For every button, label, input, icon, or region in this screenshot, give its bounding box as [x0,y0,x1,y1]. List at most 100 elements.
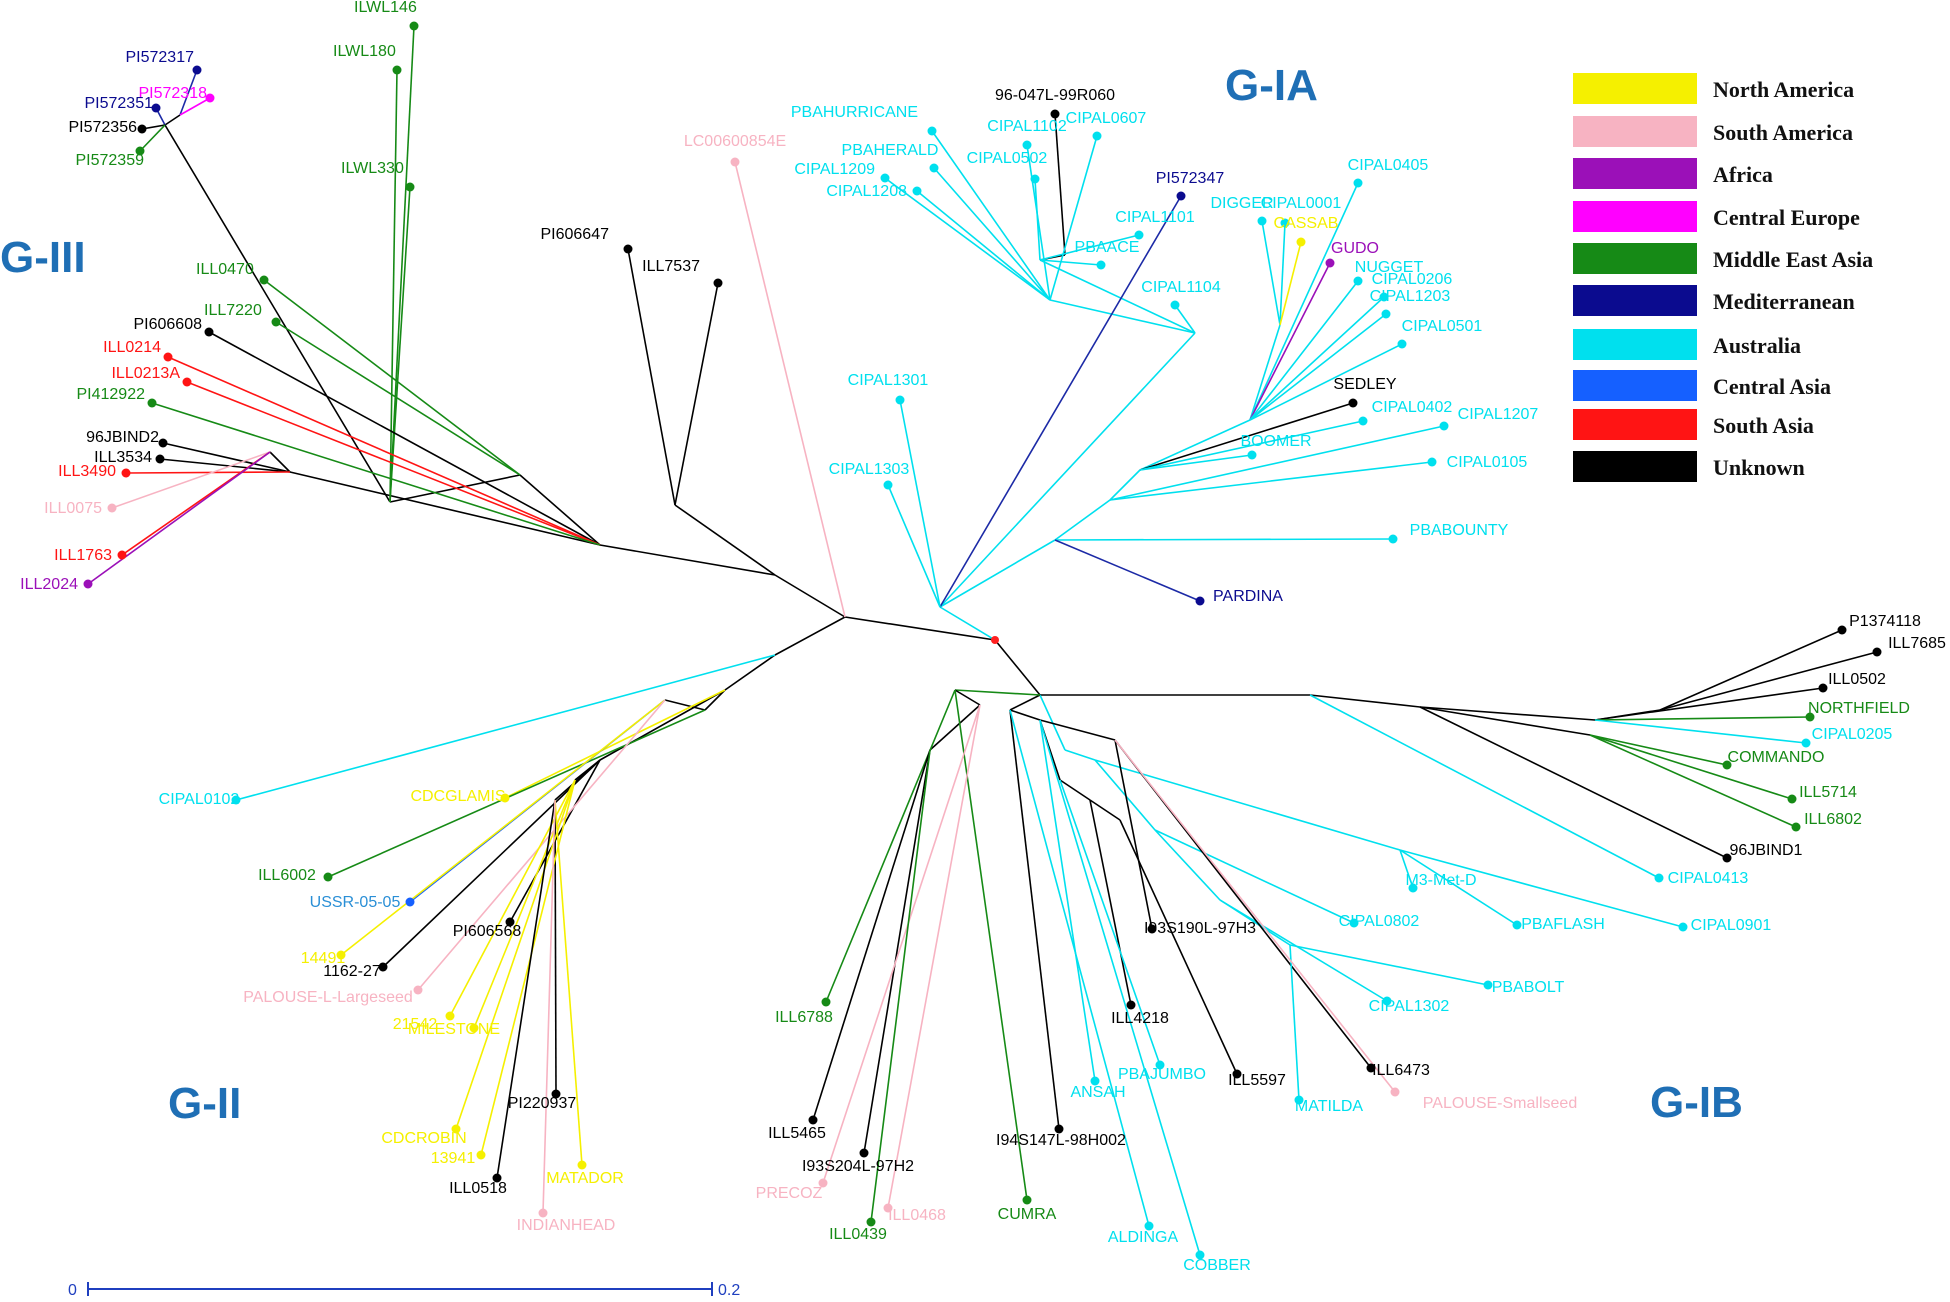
tip-label-lc00600854e: LC00600854E [684,133,786,150]
branch-cipal1207 [1109,425,1445,501]
tip-node-pardina [1195,596,1205,606]
branch-ill6788 [825,689,956,1003]
tip-node-nugget [1353,276,1363,286]
branch-R-b1 [1039,694,1066,751]
branch-cipal0001 [1279,222,1286,326]
branch-ilwl146 [389,25,415,503]
branch-w-w2 [599,544,776,576]
tip-node-p1374118 [1837,625,1847,635]
tip-node-cipal1303 [883,480,893,490]
branch-pbabolt [1289,944,1489,986]
branch-1162-27 [382,759,601,968]
legend-swatch-north-america [1573,73,1697,104]
tip-node-i94s147l-98h002 [1054,1124,1064,1134]
tip-label-indianhead: INDIANHEAD [517,1217,616,1234]
tip-node-ilwl330 [405,182,415,192]
tip-node-ill0439 [866,1217,876,1227]
legend-label-north-america: North America [1713,77,1854,102]
branch-cipal0102 [235,654,776,801]
root-node [991,636,999,644]
branch-pbaherald [933,167,1051,301]
branch-w7-w8 [164,114,181,126]
branch-R-d1 [954,689,1041,696]
tip-node-matador [577,1160,587,1170]
tip-node-aldinga [1144,1221,1154,1231]
branch-w2-w3 [519,474,601,546]
legend-swatch-mediterranean [1573,285,1697,316]
tip-label-ill3534: ILL3534 [94,449,152,466]
tip-node-cumra [1022,1195,1032,1205]
tip-node-ansah [1090,1076,1100,1086]
tip-node-ill2024 [83,579,93,589]
tip-node-ill6788 [821,997,831,1007]
branch-96jbind1 [1419,706,1728,859]
tip-node-pi606608 [204,327,214,337]
tip-label-aldinga: ALDINGA [1108,1229,1179,1246]
branch-s-s1 [724,654,776,691]
tip-node-ill0214 [163,352,173,362]
tip-node-cipal0413 [1654,873,1664,883]
legend-swatch-unknown [1573,451,1697,482]
branch-r2-r5 [1419,706,1591,736]
tip-node-ill7685 [1872,647,1882,657]
branch-pardina [1054,539,1201,602]
tip-label-pi572351: PI572351 [84,95,153,112]
legend-swatch-south-america [1573,116,1697,147]
tip-label-ilwl180: ILWL180 [333,43,396,60]
tip-node-cipal0607 [1092,131,1102,141]
branch-d1-d2 [954,689,981,706]
branch-r1-r2 [1309,694,1421,708]
branch-96-047l-99r060 [1054,113,1066,256]
branch-nugget [1249,280,1359,421]
branch-pi572359 [139,124,166,152]
tip-label-pbaherald: PBAHERALD [842,142,939,159]
tip-node-cdcglamis [500,793,510,803]
tip-node-ill0502 [1818,683,1828,693]
tip-label-ill0213a: ILL0213A [111,365,180,382]
branch-96jbind2 [162,442,291,473]
tip-node-m3-met-d [1408,883,1418,893]
tip-label-cipal0105: CIPAL0105 [1447,454,1528,471]
branch-d2-d3 [929,704,981,751]
tip-label-cdcglamis: CDCGLAMIS [410,788,505,805]
legend-swatch-australia [1573,329,1697,360]
branch-cipal0901 [1399,849,1684,928]
tip-node-ill3490 [121,468,131,478]
branch-cassab [1279,241,1302,326]
tip-node-cipal0102 [231,795,241,805]
tip-node-1162-27 [378,962,388,972]
branch-GIA-a1 [939,539,1056,608]
tip-node-96jbind2 [158,438,168,448]
tip-label-cipal0205: CIPAL0205 [1812,726,1893,743]
tip-node-ill6802 [1791,822,1801,832]
branch-cipal0502 [1034,178,1041,261]
branch-pbaflash [1399,849,1518,926]
tip-node-pbajumbo [1155,1060,1165,1070]
branch-c4-c5 [1089,799,1121,821]
tip-label-matador: MATADOR [546,1170,624,1187]
tip-label-cipal0001: CIPAL0001 [1261,195,1342,212]
tip-label-cipal0405: CIPAL0405 [1348,157,1429,174]
tip-label-14491: 14491 [301,950,346,967]
tip-node-pi412922 [147,398,157,408]
group-label-g-iii: G-III [0,233,86,282]
branch-root-R [994,639,1041,696]
legend-label-south-america: South America [1713,120,1853,145]
branch-ill7537 [674,282,719,506]
tree-branches [87,25,1878,1256]
legend-label-central-asia: Central Asia [1713,374,1831,399]
branch-GIA-a6 [939,332,1196,608]
tip-node-northfield [1805,712,1815,722]
tip-node-pbahurricane [927,126,937,136]
legend-label-central-europe: Central Europe [1713,205,1860,230]
tip-label-pi220937: PI220937 [508,1095,577,1112]
branch-ill6002 [327,709,706,878]
branch-a6-aA [1049,299,1196,334]
tip-node-pi572359 [135,146,145,156]
branch-w5-w6 [269,451,291,473]
branch-cipal1203 [1249,313,1387,421]
tip-label-cumra: CUMRA [998,1206,1057,1223]
tip-node-boomer [1247,450,1257,460]
tip-node-pi606647 [623,244,633,254]
